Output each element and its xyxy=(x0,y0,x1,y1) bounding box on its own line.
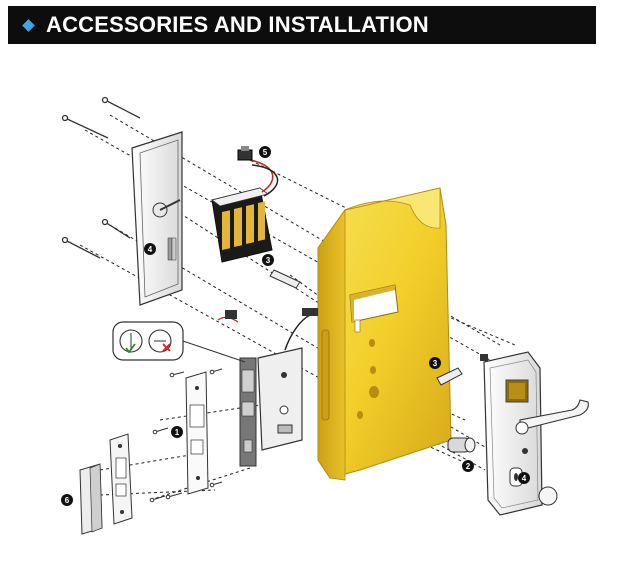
svg-text:5: 5 xyxy=(263,148,268,157)
page-title: ACCESSORIES AND INSTALLATION xyxy=(46,12,429,37)
svg-text:4: 4 xyxy=(148,245,153,254)
svg-text:3: 3 xyxy=(266,256,271,265)
key-cylinder xyxy=(447,437,476,453)
door-panel xyxy=(317,187,452,481)
callout-markers: 1 2 3 3 4 4 5 6 xyxy=(61,146,530,506)
callout-4-right: 4 xyxy=(518,472,530,484)
mounting-screws xyxy=(61,96,141,259)
callout-4-left: 4 xyxy=(144,243,156,255)
outer-lock-panel xyxy=(480,351,589,516)
inner-back-plate xyxy=(131,131,183,306)
check-mark-icon xyxy=(125,343,136,354)
install-indicator-box xyxy=(112,321,246,363)
callout-1: 1 xyxy=(171,426,183,438)
header-banner: ACCESSORIES AND INSTALLATION xyxy=(8,6,596,44)
spindle-upper xyxy=(269,269,301,289)
callout-5: 5 xyxy=(259,146,271,158)
svg-text:1: 1 xyxy=(175,428,180,437)
cylinder-cap xyxy=(538,486,558,506)
mortise-lock-body xyxy=(217,308,318,467)
callout-3-lower: 3 xyxy=(429,357,441,369)
svg-text:6: 6 xyxy=(65,496,70,505)
small-screws xyxy=(149,368,223,503)
callout-2: 2 xyxy=(462,460,474,472)
strike-plate xyxy=(109,433,133,525)
svg-text:2: 2 xyxy=(466,462,471,471)
spindle-lower xyxy=(436,367,463,386)
callout-6: 6 xyxy=(61,494,73,506)
battery-pack xyxy=(211,146,279,263)
svg-text:3: 3 xyxy=(433,359,438,368)
cross-mark-icon xyxy=(162,343,171,352)
callout-3-upper: 3 xyxy=(262,254,274,266)
face-plate xyxy=(185,371,209,495)
strike-box xyxy=(79,463,103,535)
svg-text:4: 4 xyxy=(522,474,527,483)
